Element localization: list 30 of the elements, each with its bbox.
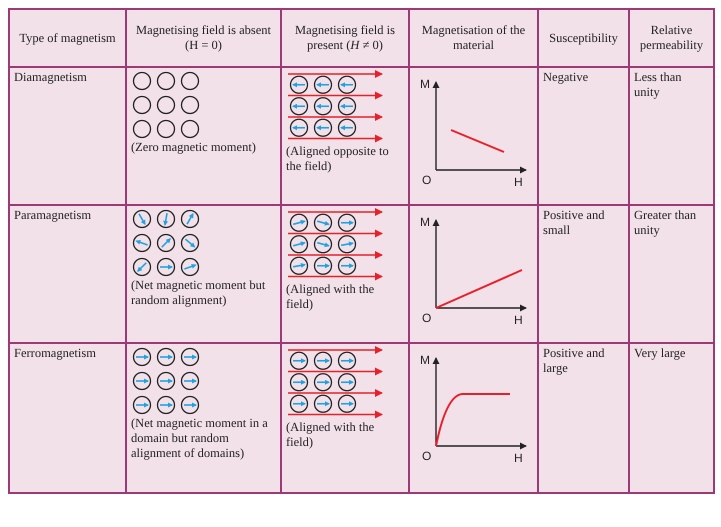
drawing-caption: (Aligned opposite to the field) bbox=[286, 144, 390, 174]
axis-label: O bbox=[422, 173, 432, 187]
row-header: Paramagnetism bbox=[14, 208, 92, 223]
column-header: Magnetising field is present (H ≠ 0) bbox=[294, 23, 396, 53]
axis-label: O bbox=[422, 311, 432, 325]
column-header: Susceptibility bbox=[549, 30, 618, 46]
column-header: Relative permeability bbox=[638, 23, 704, 53]
cell-text: Positive and large bbox=[543, 346, 606, 376]
cell-text: Very large bbox=[634, 346, 686, 361]
column-header: Type of magnetism bbox=[19, 30, 116, 46]
column-header: Magnetising field is absent (H = 0) bbox=[134, 23, 272, 53]
axis-label: H bbox=[514, 451, 523, 465]
cell-text: Positive and small bbox=[543, 208, 606, 238]
drawing-caption: (Aligned with the field) bbox=[286, 282, 376, 312]
axis-label: H bbox=[514, 313, 523, 327]
cell-text: Less than unity bbox=[634, 70, 683, 100]
column-header: Magnetisation of the material bbox=[420, 23, 526, 53]
drawing-caption: (Net magnetic moment but random alignment) bbox=[131, 278, 266, 308]
drawing-caption: (Aligned with the field) bbox=[286, 420, 376, 450]
cell-text: Negative bbox=[543, 70, 588, 85]
cell-text: Greater than unity bbox=[634, 208, 698, 238]
row-header: Ferromagnetism bbox=[14, 346, 96, 361]
axis-label: H bbox=[514, 175, 523, 189]
axis-label: M bbox=[420, 215, 430, 229]
row-header: Diamagnetism bbox=[14, 70, 87, 85]
axis-label: M bbox=[420, 77, 430, 91]
axis-label: O bbox=[422, 449, 432, 463]
axis-label: M bbox=[420, 353, 430, 367]
drawing-caption: (Net magnetic moment in a domain but random alignment of domains) bbox=[131, 416, 269, 461]
drawing-caption: (Zero magnetic moment) bbox=[131, 140, 256, 155]
